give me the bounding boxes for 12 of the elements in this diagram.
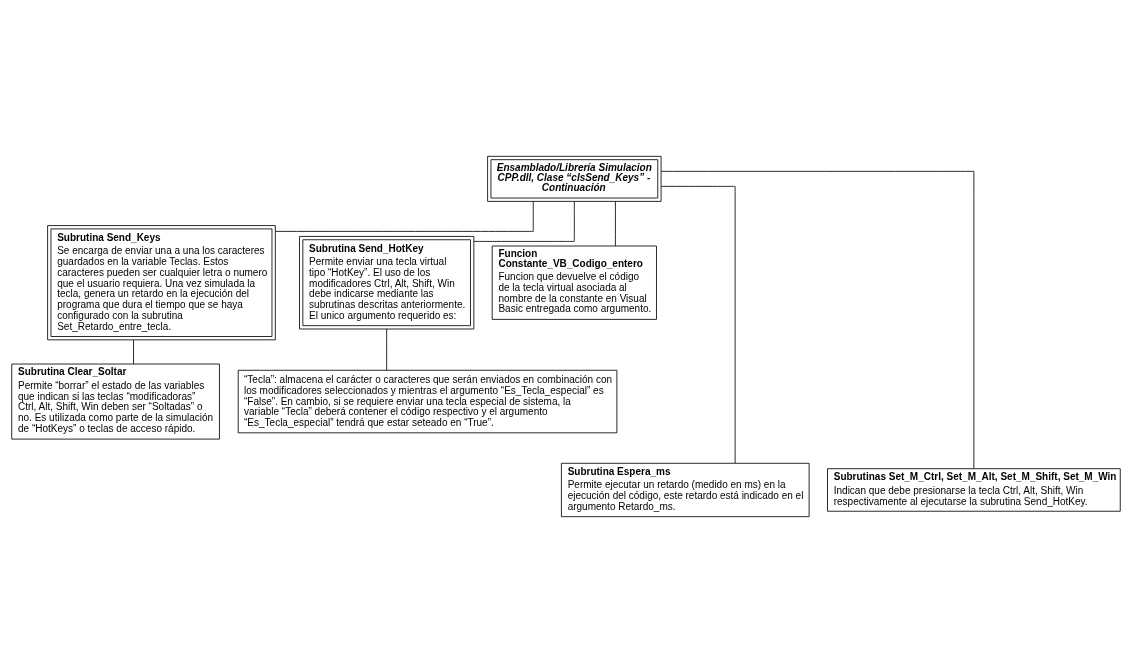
node-box: Funcion Constante_VB_Codigo_entero Funcion que devuelve el código de la tecla virtual asociada al nombre de la constante en Visual Basic entregada como argumento. — [491, 245, 657, 320]
node-box: Subrutina Espera_ms Permite ejecutar un retardo (medido en ms) en la ejecución del código, este retardo está indicado en el argumento Retardo_ms. — [561, 462, 810, 517]
connector — [660, 185, 736, 463]
connector — [275, 200, 534, 232]
node-box: Subrutina Clear_Soltar Permite “borrar” el estado de las variables que indican si las teclas “modificadoras” Ctrl, Alt, Shift, Win deben ser “Soltadas” o no. Es utilizada como parte de la simulación de “HotKeys” o teclas de acceso rápido. — [11, 363, 220, 439]
connector — [133, 339, 134, 364]
node-box: “Tecla”: almacena el carácter o caracteres que serán enviados en combinación con los modificadores seleccionados y mientras el argumento “Es_Tecla_especial” es “False”. En cambio, si se requiere enviar una tecla especial de sistema, la variable “Tecla” deberá contener el código respectivo y el argumento “Es_Tecla_especial” tendrá que estar seteado en “True”. — [237, 369, 618, 433]
connector — [473, 200, 575, 242]
connector — [386, 328, 388, 371]
connector — [615, 200, 616, 246]
connector — [660, 170, 975, 469]
node-box: Subrutinas Set_M_Ctrl, Set_M_Alt, Set_M_Shift, Set_M_Win Indican que debe presionarse la tecla Ctrl, Alt, Shift, Win respectivamente al ejecutarse la subrutina Send_HotKey. — [827, 467, 1121, 512]
